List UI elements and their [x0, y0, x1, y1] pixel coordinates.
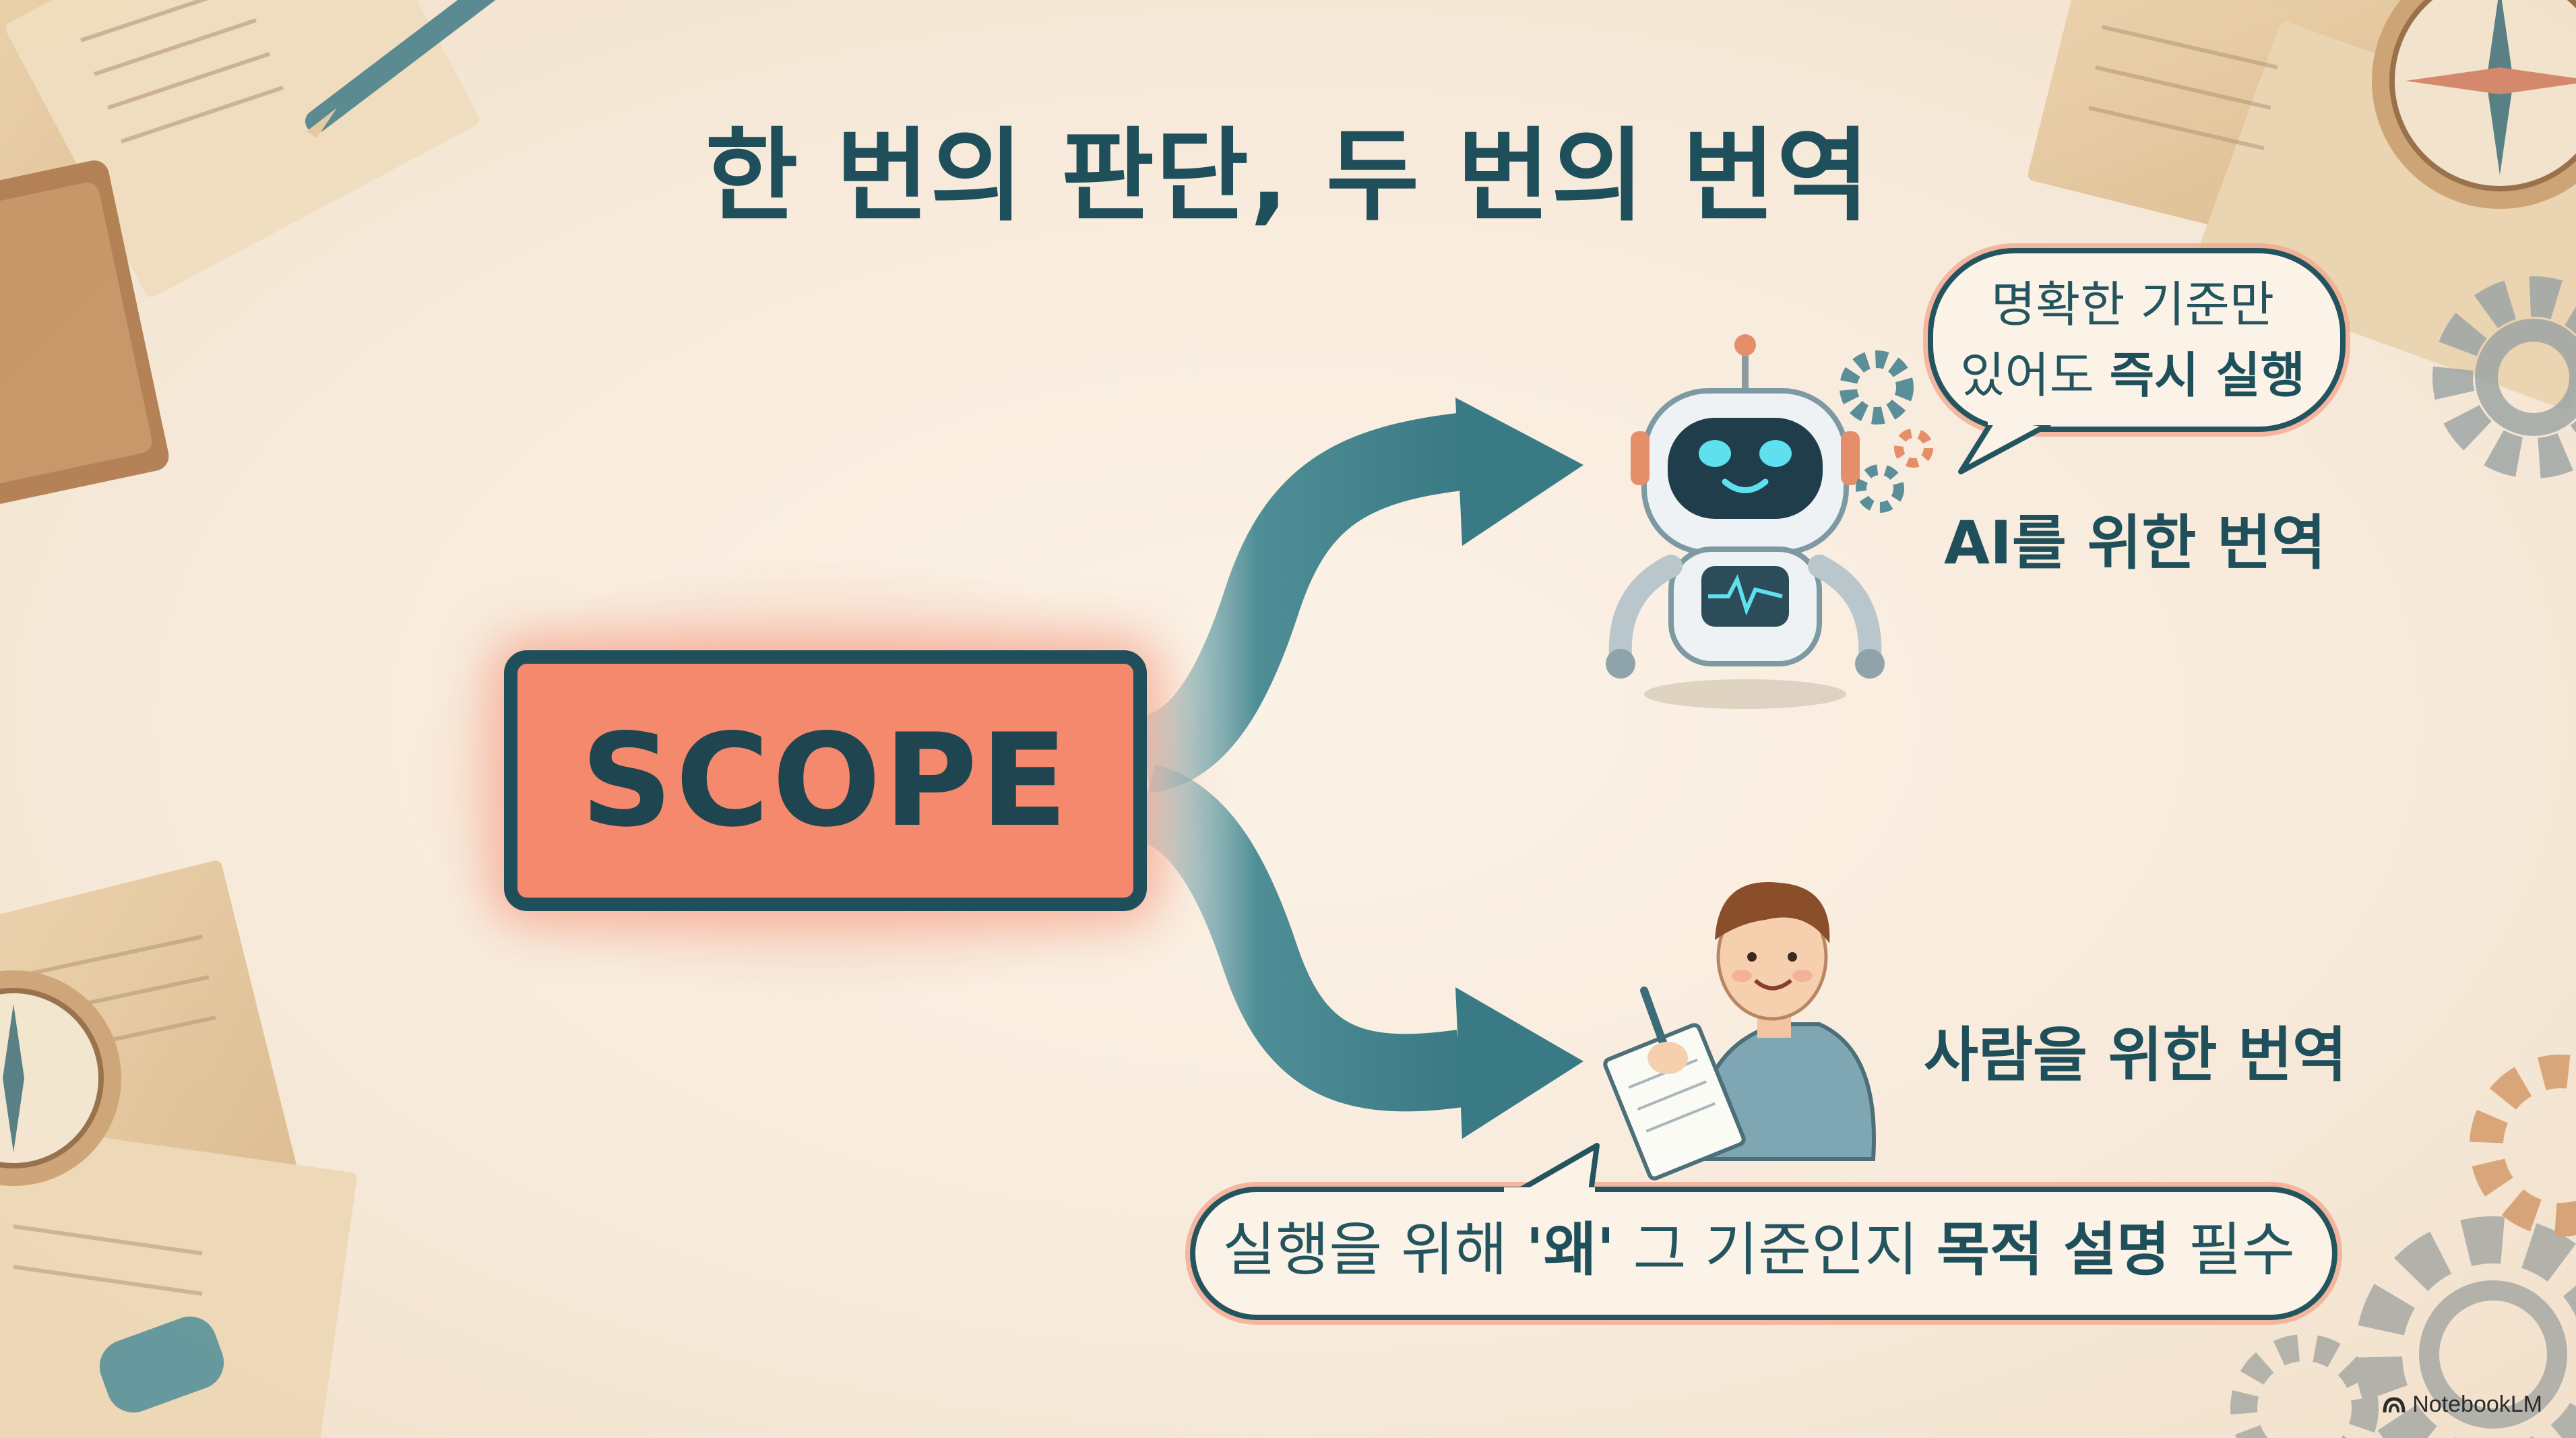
ai-bubble-text: 명확한 기준만 있어도 즉시 실행 — [1951, 270, 2315, 411]
arrow-head-person — [1455, 987, 1583, 1139]
person-bubble-bold1: '왜' — [1526, 1216, 1615, 1284]
person-writing-icon — [1603, 882, 1876, 1181]
person-bubble-suffix: 필수 — [2170, 1216, 2295, 1284]
person-speech-bubble — [1185, 1143, 2342, 1325]
person-bubble-bold2: 목적 설명 — [1936, 1216, 2170, 1284]
person-branch-label: 사람을 위한 번역 — [1924, 1020, 2347, 1090]
branch-arrows — [1134, 398, 1583, 1139]
ai-bubble-line1: 명확한 기준만 — [1990, 276, 2275, 333]
ai-speech-bubble — [1923, 243, 2350, 474]
notebooklm-watermark: NotebookLM — [2383, 1392, 2542, 1418]
scope-label: SCOPE — [580, 706, 1071, 855]
notebooklm-logo-icon — [2383, 1396, 2406, 1412]
person-bubble-prefix: 실행을 위해 — [1222, 1216, 1526, 1284]
arrow-to-person — [1134, 764, 1468, 1112]
person-bubble-middle: 그 기준인지 — [1614, 1216, 1937, 1284]
ai-bubble-line2-bold: 즉시 실행 — [2109, 347, 2305, 404]
robot-icon — [1606, 334, 1933, 709]
papers-bottom-left-decor — [0, 861, 357, 1438]
gear-icon — [2432, 276, 2576, 478]
ai-branch-label: AI를 위한 번역 — [1944, 508, 2326, 577]
arrow-head-ai — [1455, 398, 1583, 546]
arrow-to-ai — [1138, 412, 1467, 794]
slide-title: 한 번의 판단, 두 번의 번역 — [705, 118, 1871, 235]
gear-icon — [2230, 1055, 2576, 1438]
papers-top-left-decor — [0, 0, 496, 507]
ai-bubble-line2: 있어도 즉시 실행 — [1951, 340, 2315, 411]
person-bubble-text: 실행을 위해 '왜' 그 기준인지 목적 설명 필수 — [1206, 1213, 2311, 1287]
scope-box: SCOPE — [504, 650, 1147, 911]
brand-text: NotebookLM — [2412, 1392, 2542, 1417]
ai-bubble-line2-prefix: 있어도 — [1960, 347, 2110, 404]
